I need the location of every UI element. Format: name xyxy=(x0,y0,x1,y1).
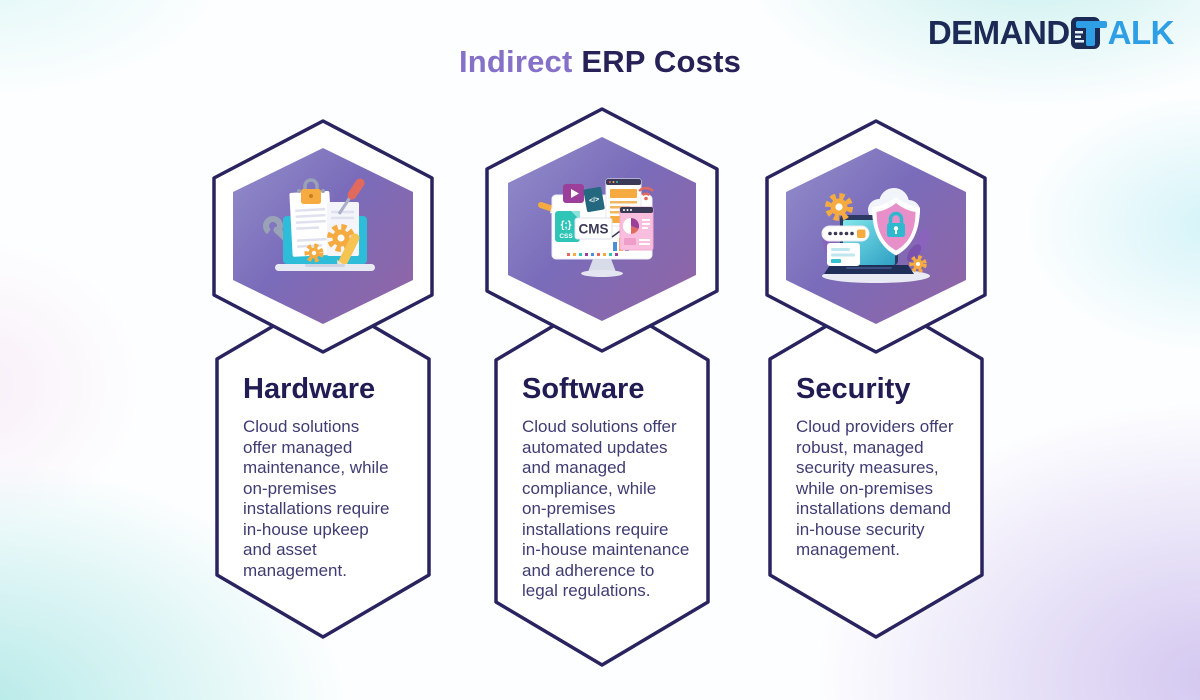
cms-label: CMS xyxy=(579,222,609,237)
logo-text-demand: DEMAND xyxy=(927,13,1070,51)
laptop-documents-tools-gears-icon xyxy=(263,178,375,272)
card-hardware-hexagons xyxy=(212,119,434,639)
svg-text:</>: </> xyxy=(589,196,600,205)
demandtalk-t-icon xyxy=(1070,17,1107,49)
card-heading: Software xyxy=(522,373,645,405)
page-title: Indirect ERP Costs xyxy=(0,44,1200,80)
page-title-accent: Indirect xyxy=(458,44,573,79)
card-security-hexagons xyxy=(765,119,987,639)
card-hardware-text: Hardware Cloud solutions offer managed m… xyxy=(243,373,421,581)
lower-hexagon-outline xyxy=(215,295,431,639)
shield-lock-laptop-icon xyxy=(821,188,930,283)
card-heading: Hardware xyxy=(243,373,376,405)
cms-monitor-apps-icon: </> {;} CSS xyxy=(538,178,654,277)
card-heading: Security xyxy=(796,373,911,405)
page-title-rest: ERP Costs xyxy=(572,44,742,79)
svg-text:{;}: {;} xyxy=(560,220,571,231)
lower-hexagon-outline xyxy=(494,295,710,667)
lower-hexagon-outline xyxy=(768,295,984,639)
card-body: Cloud solutions offer automated updates … xyxy=(522,417,690,601)
card-software: </> {;} CSS xyxy=(452,107,752,671)
card-body: Cloud providers offer robust, managed se… xyxy=(796,417,954,560)
card-software-text: Software Cloud solutions offer automated… xyxy=(522,373,700,602)
card-body: Cloud solutions offer managed maintenanc… xyxy=(243,417,390,580)
svg-text:CSS: CSS xyxy=(559,233,573,240)
card-security-text: Security Cloud providers offer robust, m… xyxy=(796,373,974,561)
demandtalk-logo: DEMAND ALK xyxy=(927,13,1175,51)
card-hardware: Hardware Cloud solutions offer managed m… xyxy=(173,119,473,683)
card-software-hexagons: </> {;} CSS xyxy=(485,107,719,667)
card-security: Security Cloud providers offer robust, m… xyxy=(726,119,1026,683)
logo-text-alk: ALK xyxy=(1107,13,1175,51)
